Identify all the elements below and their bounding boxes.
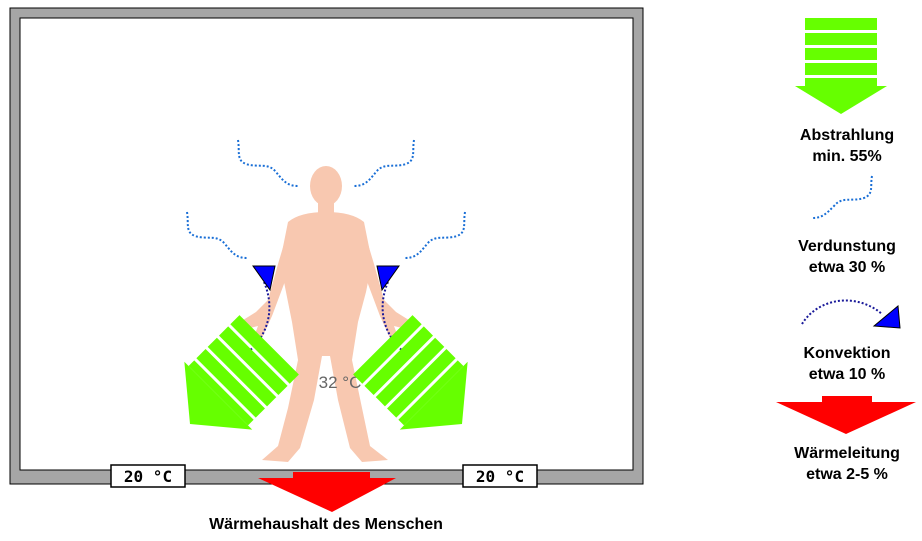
svg-text:Konvektion: Konvektion — [803, 345, 890, 362]
diagram-title: Wärmehaushalt des Menschen — [209, 516, 443, 533]
curved-dotted-arrow-icon — [802, 301, 900, 328]
legend-konvektion: Konvektion etwa 10 % — [802, 301, 900, 383]
floor-temperature-left: 20 °C — [111, 465, 185, 487]
svg-text:etwa 2-5 %: etwa 2-5 % — [806, 466, 888, 483]
svg-text:Wärmeleitung: Wärmeleitung — [794, 445, 900, 462]
conduction-arrow — [258, 472, 396, 512]
legend-abstrahlung: Abstrahlung min. 55% — [795, 18, 894, 165]
legend: Abstrahlung min. 55% Verdunstung etwa 30… — [776, 18, 916, 483]
svg-text:Verdunstung: Verdunstung — [798, 238, 896, 255]
floor-temperature-right: 20 °C — [463, 465, 537, 487]
svg-text:etwa 10 %: etwa 10 % — [809, 366, 885, 383]
green-striped-arrow-icon — [795, 18, 887, 114]
red-arrow-icon — [776, 396, 916, 434]
svg-text:20 °C: 20 °C — [476, 467, 524, 486]
legend-verdunstung: Verdunstung etwa 30 % — [798, 176, 896, 276]
legend-waermeleitung: Wärmeleitung etwa 2-5 % — [776, 396, 916, 483]
svg-text:etwa 30 %: etwa 30 % — [809, 259, 885, 276]
dotted-wave-icon — [812, 176, 872, 218]
svg-text:20 °C: 20 °C — [124, 467, 172, 486]
svg-text:min. 55%: min. 55% — [812, 148, 881, 165]
svg-text:Abstrahlung: Abstrahlung — [800, 127, 894, 144]
